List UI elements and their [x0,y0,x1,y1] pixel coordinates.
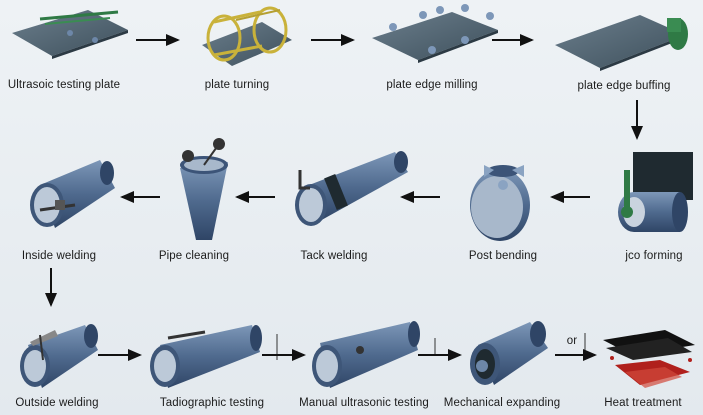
icon-radiographic-testing [150,325,278,388]
icon-plate-edge-milling [372,4,498,63]
label-jco-forming: jco forming [625,250,683,262]
label-pipe-cleaning: Pipe cleaning [158,250,230,262]
icon-plate-turning [202,6,292,66]
icon-mechanical-expanding [470,321,586,385]
label-manual-ultrasonic-testing: Manual ultrasonic testing [299,397,429,409]
flow-arrows [45,34,643,361]
icon-plate-edge-buffing [555,15,688,71]
icon-heat-treatment [603,330,695,388]
icon-outside-welding [20,324,98,388]
label-plate-turning: plate turning [204,79,270,91]
icon-inside-welding [30,160,115,228]
label-tack-welding: Tack welding [300,250,368,262]
icon-tack-welding [295,151,408,226]
icon-ultrasonic-testing [312,321,436,388]
icon-jco-forming [618,152,693,232]
icon-pipe-cleaning [180,138,228,240]
label-radiographic-testing: Tadiographic testing [159,397,265,409]
label-outside-welding: Outside welding [15,397,99,409]
label-ultrasonic-testing-plate: Ultrasoic testing plate [7,79,121,91]
label-heat-treatment: Heat treatment [604,397,682,409]
label-plate-edge-buffing: plate edge buffing [577,80,671,92]
icon-ultrasonic-plate [12,10,128,59]
label-plate-edge-milling: plate edge milling [386,79,478,91]
label-or: or [566,335,578,347]
label-mechanical-expanding: Mechanical expanding [443,397,561,409]
label-inside-welding: Inside welding [21,250,97,262]
label-post-bending: Post bending [468,250,538,262]
icon-post-bending [470,165,530,241]
